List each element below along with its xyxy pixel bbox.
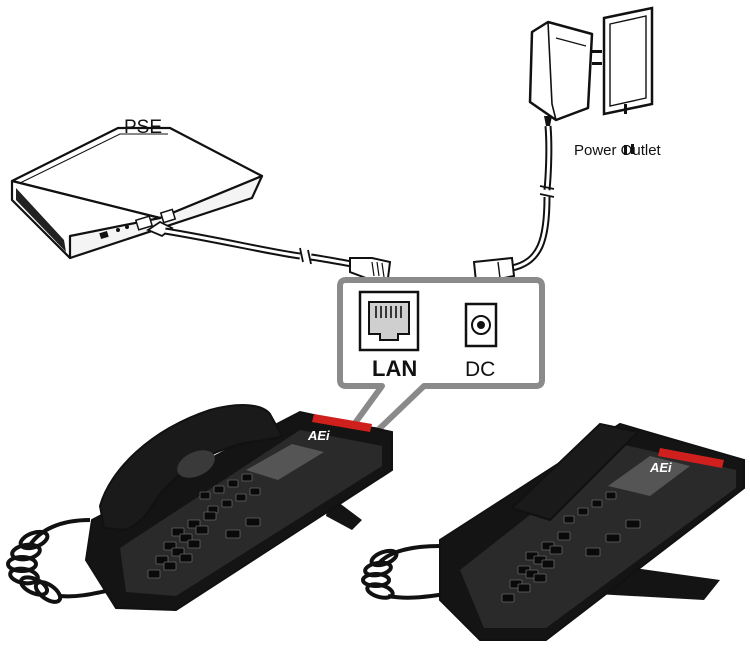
handset-cord-2	[361, 544, 447, 600]
phone-icon: AEi	[6, 404, 393, 612]
wall-socket-icon	[602, 6, 654, 155]
lan-cable	[146, 220, 353, 268]
pse-label: PSE	[124, 117, 162, 138]
brand-logo-2: AEi	[649, 460, 672, 475]
power-adapter-icon	[528, 20, 602, 126]
dc-label: DC	[465, 358, 495, 381]
lan-port-icon	[358, 290, 420, 352]
dc-cable	[511, 125, 555, 272]
rj45-plug-icon	[349, 257, 392, 279]
lan-label: LAN	[372, 356, 417, 381]
phone-icon: AEi	[361, 422, 745, 641]
brand-logo-1: AEi	[307, 428, 330, 443]
router-icon	[10, 126, 264, 260]
power-outlet-label: Power Outlet	[574, 142, 662, 159]
dc-jack-icon	[464, 302, 498, 348]
handset-cord-1	[6, 518, 121, 604]
